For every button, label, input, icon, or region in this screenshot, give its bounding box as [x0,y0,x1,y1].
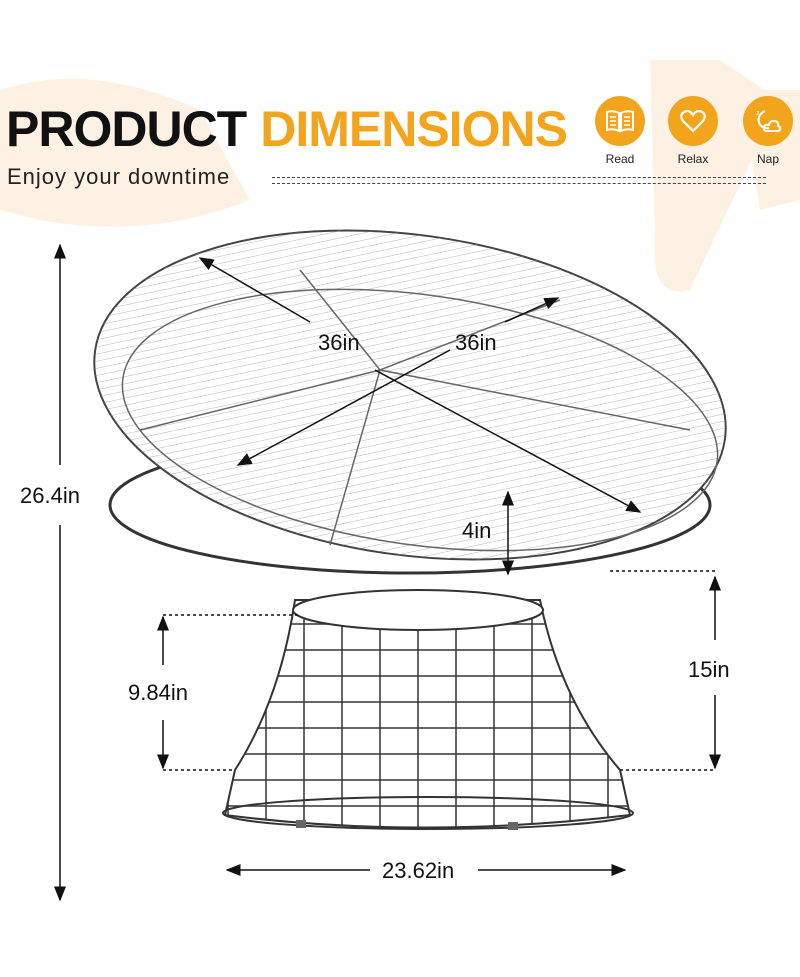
subtitle: Enjoy your downtime [7,164,231,189]
title-part1: PRODUCT [6,101,247,157]
feature-relax: Relax [658,96,728,166]
cushion-depth-arrow [504,297,560,323]
title-part2: DIMENSIONS [260,101,568,157]
feature-nap: z Nap [733,96,800,166]
open-book-icon [595,96,645,146]
cushion-width-label: 36in [318,330,360,355]
cushion [93,229,727,561]
seat-height-label: 15in [688,657,730,682]
cushion-width-arrow [374,369,642,513]
cushion-depth-label: 36in [455,330,497,355]
svg-text:z: z [756,110,760,117]
base-height-label: 9.84in [128,680,188,705]
chair-base [222,589,634,830]
moon-cloud-icon: z [743,96,793,146]
total-height-label: 26.4in [20,483,80,508]
divider [272,183,766,184]
thickness-label: 4in [462,518,492,543]
cushion-width-arrow [198,257,311,323]
feature-read: Read [585,96,655,166]
divider [272,177,766,178]
feature-label: Read [605,152,635,166]
feature-label: Relax [677,152,709,166]
base-width-label: 23.62in [382,858,455,883]
cushion-depth-arrow [236,349,451,466]
feature-label: Nap [756,152,779,166]
heart-icon [668,96,718,146]
